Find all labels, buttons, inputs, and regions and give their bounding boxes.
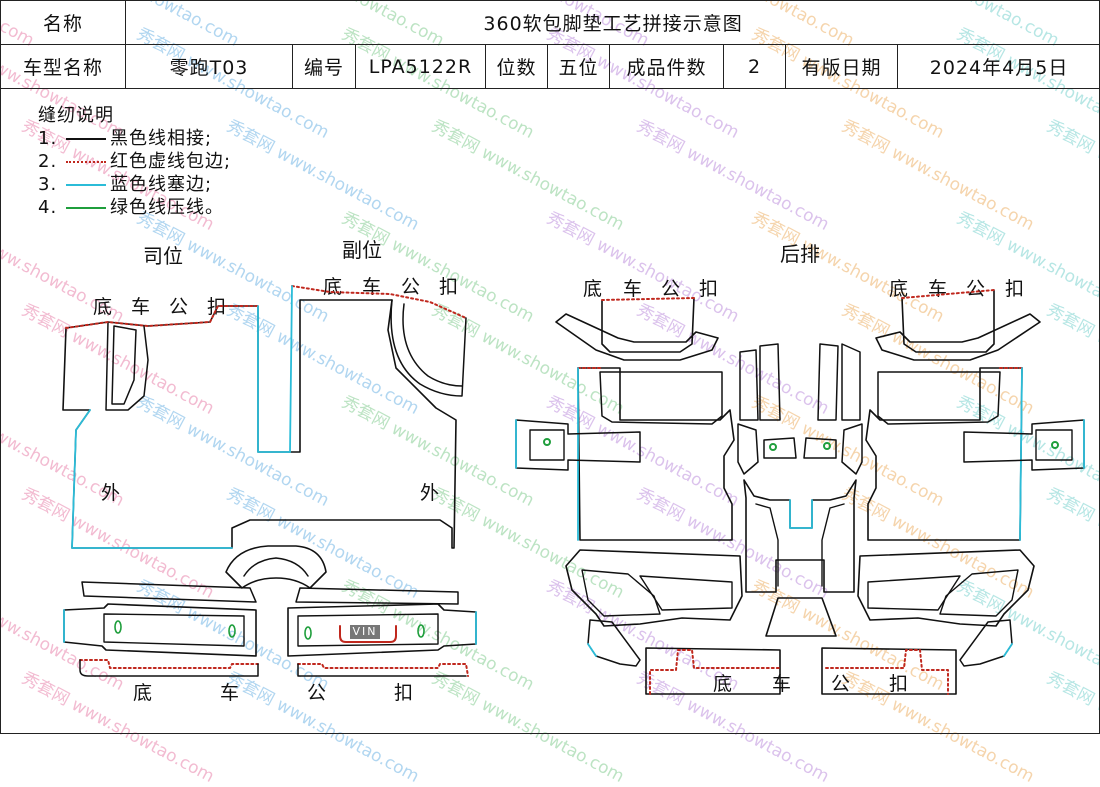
rear-left-corner-blue <box>588 644 596 656</box>
green-mark <box>115 621 121 633</box>
driver-mat <box>63 300 456 548</box>
passenger-heel-curve <box>391 300 466 396</box>
rear-center-floor-inner <box>756 504 844 586</box>
driver-red-edge <box>66 306 258 328</box>
passenger-mat <box>290 286 466 452</box>
green-mark <box>229 625 235 637</box>
rear-right-side-tab-inner <box>1036 430 1072 460</box>
rear-left-corner <box>588 620 640 666</box>
vin-text: VIN <box>353 625 378 638</box>
rear-mats <box>516 290 1084 694</box>
rear-left-sill-inner2 <box>640 576 732 610</box>
rear-slat <box>842 344 860 420</box>
rear-bottom-strip-right-red <box>826 650 948 694</box>
rear-center-floor <box>744 480 856 592</box>
front-upper-strip <box>82 582 256 602</box>
tunnel-outline <box>226 546 326 588</box>
right-front-bar <box>288 604 476 656</box>
rear-right-mat-inner <box>878 372 1000 424</box>
rear-right-corner-blue <box>1004 644 1012 656</box>
driver-heel-inner <box>112 326 136 404</box>
rear-right-tray <box>876 314 1040 360</box>
green-mark <box>770 444 776 450</box>
green-mark <box>305 627 311 639</box>
driver-blue-edge-inner <box>258 306 290 452</box>
green-mark <box>418 625 424 637</box>
rear-slat <box>760 344 780 420</box>
rear-right-sill-inner2 <box>868 576 960 610</box>
front-upper-strip-right <box>296 588 458 604</box>
passenger-heel-inner <box>403 304 462 386</box>
pattern-drawing <box>0 0 1100 734</box>
front-bottom-red <box>80 660 468 676</box>
rear-bottom-strip-left-red <box>650 650 780 694</box>
green-mark <box>1052 442 1058 448</box>
rear-left-tray-bin <box>602 298 694 352</box>
rear-right-mat-blue <box>1020 368 1022 540</box>
green-mark <box>544 439 550 445</box>
rear-right-tray-red <box>902 290 994 298</box>
rear-right-side-tab <box>964 420 1084 470</box>
driver-blue-edge <box>72 410 232 548</box>
passenger-blue-edge <box>290 286 292 452</box>
rear-left-mat-inner <box>600 372 722 424</box>
left-front-bar <box>64 604 256 656</box>
passenger-red-edge <box>292 286 466 318</box>
rear-center-block <box>804 438 836 458</box>
green-mark <box>824 443 830 449</box>
rear-center-floor-blue <box>790 500 812 528</box>
rear-slat <box>740 350 758 420</box>
rear-bottom-strip-right <box>822 648 956 694</box>
rear-center-block <box>764 438 796 458</box>
center-tunnel <box>226 546 326 588</box>
rear-left-tray-red <box>602 298 694 300</box>
rear-center-flap <box>842 424 862 474</box>
left-front-bar-inner <box>104 614 244 646</box>
front-side-strips <box>64 582 476 676</box>
rear-center-cap <box>766 598 836 636</box>
rear-slat <box>818 344 838 420</box>
vin-badge: VIN <box>350 625 380 639</box>
rear-right-corner <box>960 620 1012 666</box>
driver-mat-outline <box>63 300 456 548</box>
rear-center-flap <box>738 424 758 474</box>
tunnel-inner <box>244 558 308 576</box>
